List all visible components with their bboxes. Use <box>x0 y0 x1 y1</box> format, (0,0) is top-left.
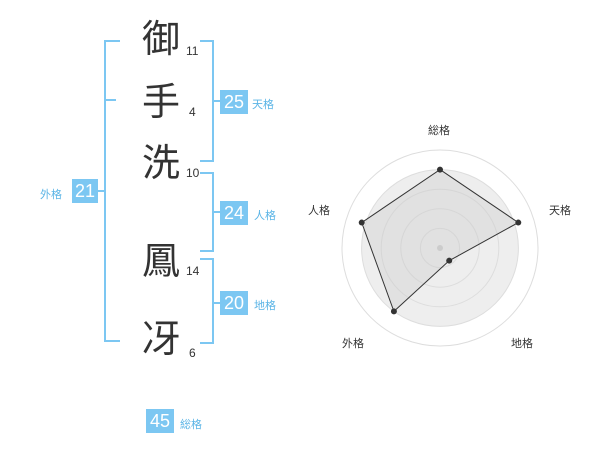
jinkaku-label: 人格 <box>254 209 276 222</box>
radar-point-1 <box>437 166 443 173</box>
radar-point-2 <box>515 219 522 226</box>
name-char-5: 冴 <box>141 317 180 361</box>
radar-series-polygon <box>361 168 520 313</box>
radar-axis-label-5: 人格 <box>308 204 330 217</box>
gaikaku-score-badge: 21 <box>72 179 98 203</box>
name-char-3: 洗 <box>141 141 180 185</box>
jinkaku-connector <box>212 211 222 213</box>
radar-axis-label-3: 地格 <box>511 337 533 350</box>
radar-point-5 <box>358 219 365 226</box>
jinkaku-score-badge: 24 <box>220 201 248 225</box>
gaikaku-bracket-tick <box>104 99 116 101</box>
name-char-4: 鳳 <box>141 239 180 283</box>
gaikaku-connector <box>96 190 106 192</box>
radar-point-3 <box>446 257 453 264</box>
chikaku-bracket <box>200 258 214 344</box>
stroke-count-2: 4 <box>189 105 196 119</box>
radar-center-dot <box>437 245 443 251</box>
tenkaku-score-badge: 25 <box>220 90 248 114</box>
radar-axis-label-1: 総格 <box>428 124 450 137</box>
radar-point-4 <box>390 308 397 315</box>
radar-ring-1 <box>419 227 461 269</box>
stroke-count-1: 11 <box>186 44 199 58</box>
gaikaku-label: 外格 <box>40 188 62 201</box>
soukaku-score-badge: 45 <box>146 409 174 433</box>
name-char-2: 手 <box>141 80 180 124</box>
tenkaku-connector <box>212 100 222 102</box>
chikaku-score-badge: 20 <box>220 291 248 315</box>
tenkaku-label: 天格 <box>252 98 274 111</box>
radar-axis-label-2: 天格 <box>549 204 571 217</box>
stroke-count-4: 14 <box>186 264 200 278</box>
chikaku-label: 地格 <box>254 299 276 312</box>
radar-axis-label-4: 外格 <box>342 337 364 350</box>
stroke-count-5: 6 <box>189 346 196 360</box>
soukaku-label: 総格 <box>180 418 202 431</box>
stroke-count-3: 10 <box>186 166 200 180</box>
chikaku-connector <box>212 302 222 304</box>
radar-ring-3 <box>380 188 500 308</box>
name-char-1: 御 <box>141 17 180 61</box>
radar-ring-2 <box>400 208 480 288</box>
